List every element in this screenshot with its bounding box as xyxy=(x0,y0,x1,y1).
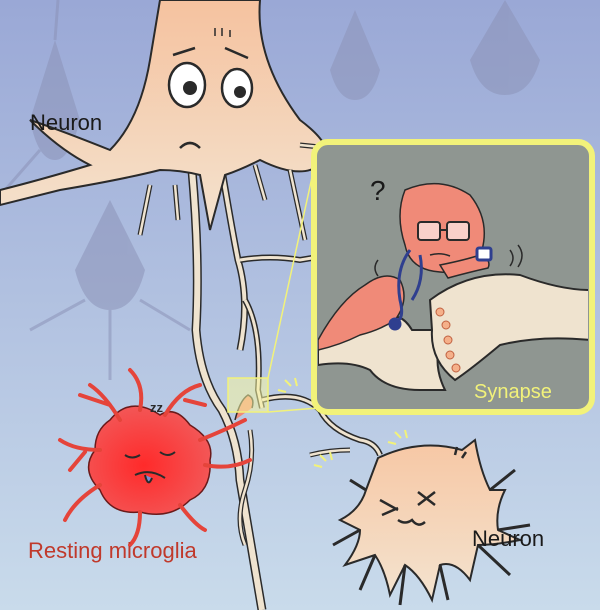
zoom-lines xyxy=(267,149,319,413)
microglia-face xyxy=(124,451,176,484)
synapse-label: Synapse xyxy=(474,381,552,403)
sleep-symbol: zz xyxy=(150,400,164,415)
top-neuron-label: Neuron xyxy=(30,110,102,135)
glasses-icon xyxy=(417,221,470,241)
top-neuron-face xyxy=(167,28,254,149)
top-neuron-axon xyxy=(187,169,331,610)
background-neurons xyxy=(3,0,540,380)
bottom-neuron-label: Neuron xyxy=(472,526,544,551)
resting-microglia: zz xyxy=(58,368,254,547)
dendrite-branches xyxy=(237,298,265,546)
stethoscope-icon xyxy=(388,246,493,331)
bottom-neuron xyxy=(332,438,531,606)
synapse-inset: ? Synapse xyxy=(311,139,595,415)
spark-icon xyxy=(277,377,408,468)
question-mark: ? xyxy=(370,175,386,206)
microglia-label: Resting microglia xyxy=(28,538,197,563)
bottom-neuron-face xyxy=(379,446,468,526)
synapse-highlight xyxy=(227,377,269,413)
bottom-neuron-axon xyxy=(261,393,383,458)
